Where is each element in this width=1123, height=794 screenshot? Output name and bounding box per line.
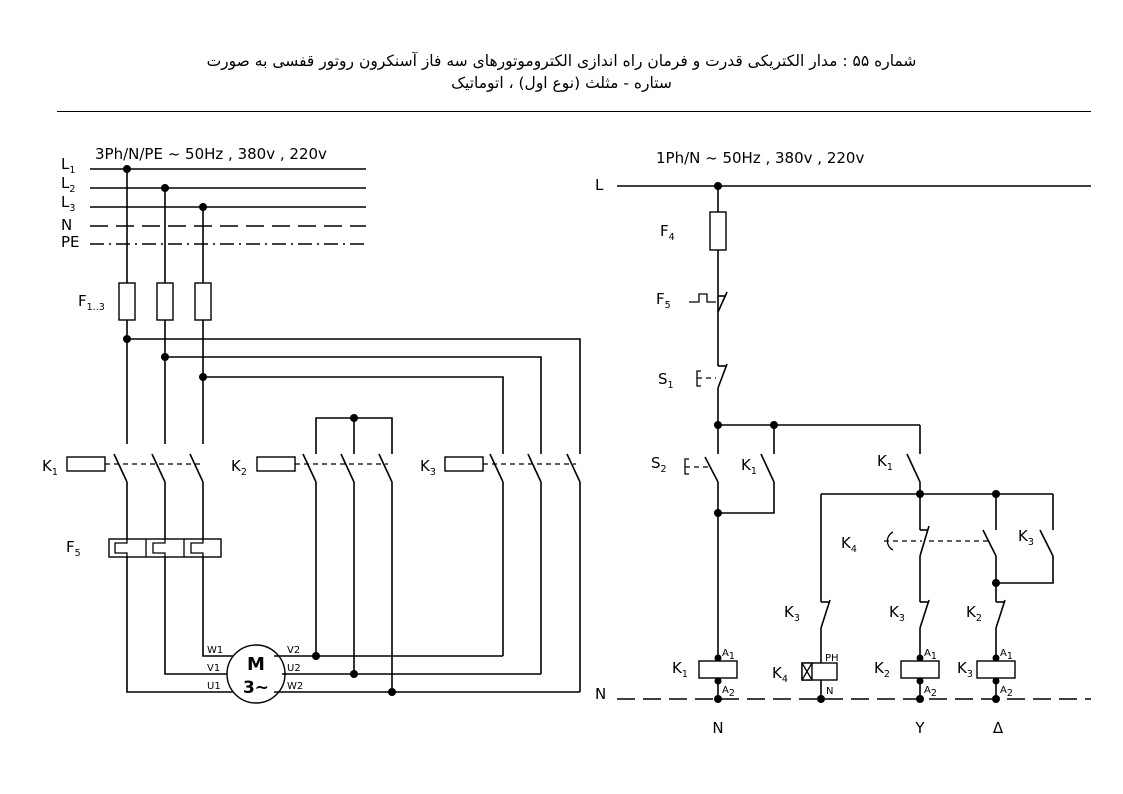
tap-rail-1 [127, 338, 581, 446]
contact-label-f5: F5 [656, 290, 671, 311]
column-label-n: N [712, 719, 723, 737]
contact-k1-main [906, 453, 921, 483]
wire-to-u1 [126, 557, 238, 693]
contact-k4-timed-no [982, 529, 997, 557]
column-label-delta: Δ [993, 719, 1004, 737]
title-line-1: شماره ۵۵ : مدار الکتریکی قدرت و فرمان را… [206, 52, 917, 70]
coil-label-k4: K4 [772, 664, 788, 685]
coil-k3: A1 A2 K3 [957, 648, 1016, 703]
control-supply-spec: 1Ph/N ~ 50Hz , 380v , 220v [656, 149, 864, 167]
contact-label-k3-nc-k2: K3 [889, 603, 905, 624]
contactor-k3-coil [444, 456, 484, 472]
contactor-k2-coil [256, 456, 296, 472]
control-line-label: L [595, 176, 604, 194]
svg-text:A2: A2 [1000, 685, 1013, 699]
motor-phase: 3~ [243, 678, 269, 698]
motor-symbol: M [247, 654, 265, 675]
tap-rail-2 [165, 356, 542, 446]
button-label-s1: S1 [658, 370, 674, 391]
control-circuit: 1Ph/N ~ 50Hz , 380v , 220v L N F4 F5 S1 … [595, 149, 1091, 737]
contact-label-k2-nc-k3: K2 [966, 603, 982, 624]
svg-text:A2: A2 [924, 685, 937, 699]
timer-terminal-n: N [826, 686, 833, 697]
k2-contact-1 [302, 453, 317, 483]
bus-label-l1: L1 [61, 155, 75, 176]
button-s1-nc [717, 363, 728, 389]
svg-text:A2: A2 [722, 685, 735, 699]
fuse-f3 [194, 282, 212, 321]
k2-contact-3 [378, 453, 393, 483]
k1-contact-1 [113, 453, 128, 483]
title-divider [57, 111, 1091, 112]
contact-f5-nc [717, 291, 728, 313]
bus-label-pe: PE [61, 233, 80, 251]
k3-contact-3 [566, 453, 581, 483]
contact-k3-nc-timer [820, 599, 831, 629]
title-line-2: ستاره - مثلث (نوع اول) ، اتوماتیک [451, 74, 672, 92]
coil-k1: A1 A2 K1 [672, 648, 738, 703]
tap-rail-3 [203, 376, 504, 446]
fuse-f2 [156, 282, 174, 321]
contactor-label-k1: K1 [42, 457, 58, 478]
k1-contact-3 [189, 453, 204, 483]
thermal-element-3 [190, 539, 204, 557]
contact-label-k3-hold: K3 [1018, 527, 1034, 548]
coil-label-k2: K2 [874, 659, 890, 680]
contactor-k1-coil [66, 456, 106, 472]
button-s2-no [704, 456, 719, 483]
control-neutral-label: N [595, 685, 606, 703]
terminal-v2: V2 [287, 645, 300, 656]
overload-label-f5: F5 [66, 538, 81, 559]
coil-label-k1: K1 [672, 659, 688, 680]
contact-k3-nc-k2 [919, 599, 930, 629]
button-label-s2: S2 [651, 454, 667, 475]
terminal-v1: V1 [207, 663, 220, 674]
power-circuit: 3Ph/N/PE ~ 50Hz , 380v , 220v L1 L2 L3 N… [42, 145, 581, 704]
fuse-label-f1-3: F1..3 [78, 292, 105, 313]
svg-text:A1: A1 [1000, 648, 1013, 662]
contact-k3-hold [1039, 529, 1054, 557]
bus-label-l2: L2 [61, 174, 75, 195]
power-supply-spec: 3Ph/N/PE ~ 50Hz , 380v , 220v [95, 145, 327, 163]
contactor-label-k2: K2 [231, 457, 247, 478]
contact-label-k1-main: K1 [877, 452, 893, 473]
contact-label-k4-timer: K4 [841, 534, 857, 555]
thermal-actuator-f5 [689, 293, 716, 303]
svg-text:A1: A1 [924, 648, 937, 662]
fuse-f1 [118, 282, 136, 321]
coil-k2: A1 A2 K2 [874, 648, 940, 703]
k3-contact-2 [527, 453, 542, 483]
k1-contact-2 [151, 453, 166, 483]
contact-k2-nc-k3 [995, 599, 1006, 629]
diagram-title: شماره ۵۵ : مدار الکتریکی قدرت و فرمان را… [0, 50, 1123, 94]
contact-label-k1-hold: K1 [741, 456, 757, 477]
coil-label-k3: K3 [957, 659, 973, 680]
terminal-w2: W2 [287, 681, 303, 692]
k3-contact-1 [489, 453, 504, 483]
contact-k4-timed-nc [919, 525, 930, 557]
terminal-u1: U1 [207, 681, 221, 692]
wire-to-w1 [202, 557, 238, 657]
bus-label-n: N [61, 216, 72, 234]
svg-text:A1: A1 [722, 648, 735, 662]
terminal-u2: U2 [287, 663, 301, 674]
thermal-element-2 [152, 539, 166, 557]
contact-k1-hold [760, 453, 775, 483]
bus-label-l3: L3 [61, 193, 75, 214]
fuse-f4 [709, 211, 727, 251]
k2-contact-2 [340, 453, 355, 483]
timer-terminal-ph: PH [825, 653, 839, 664]
contactor-label-k3: K3 [420, 457, 436, 478]
terminal-w1: W1 [207, 645, 223, 656]
fuse-label-f4: F4 [660, 222, 675, 243]
column-label-y: Y [914, 719, 925, 737]
star-point [350, 414, 358, 422]
thermal-element-1 [114, 539, 128, 557]
wire-to-v1 [164, 557, 230, 675]
contact-label-k3-nc-timer: K3 [784, 603, 800, 624]
